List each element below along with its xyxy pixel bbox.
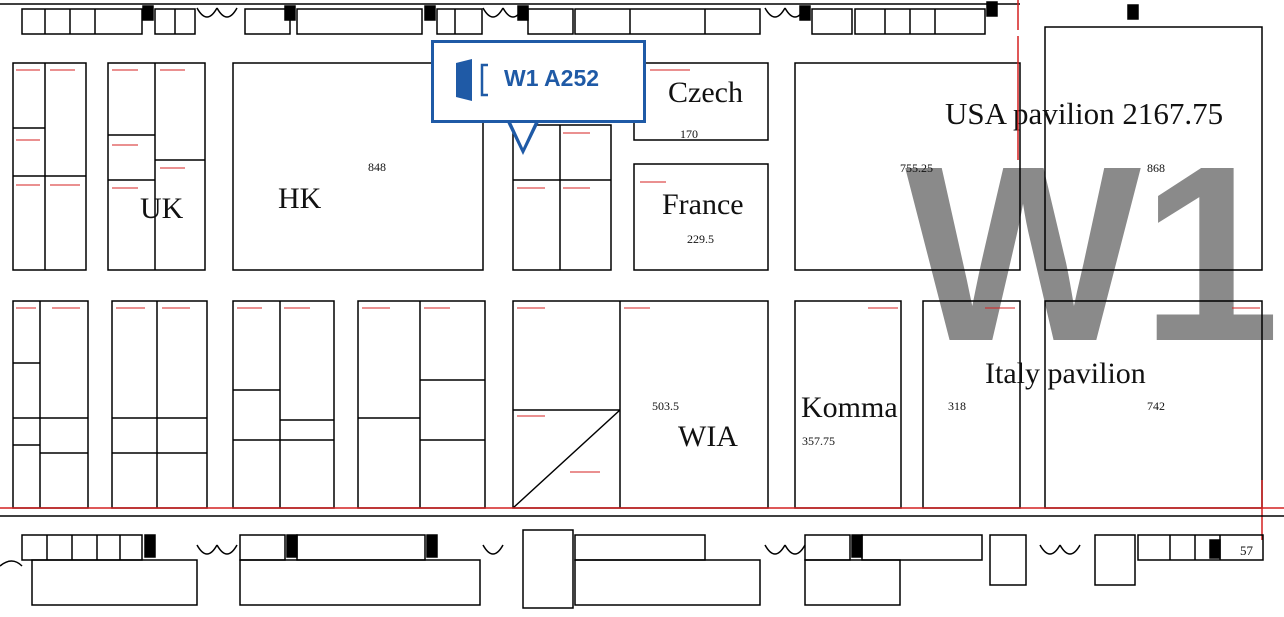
booth-hk-label: HK	[278, 182, 322, 215]
booth-group-a-left	[12, 62, 206, 271]
booth-wia-area: 503.5	[652, 399, 679, 413]
booth-group-b-left	[12, 300, 486, 509]
red-boundary-marks	[0, 0, 1284, 540]
booth-italy-label: Italy pavilion	[985, 357, 1146, 390]
booth-komma-label: Komma	[801, 391, 898, 424]
bottom-corridor	[0, 515, 1284, 609]
booth-france-label: France	[662, 188, 744, 221]
booth-callout[interactable]: W1 A252	[431, 40, 646, 123]
booth-czech-area: 170	[680, 127, 698, 141]
corner-booth-area: 57	[1240, 543, 1254, 558]
pillar-marker	[1128, 5, 1138, 19]
callout-pointer-inner	[510, 120, 536, 148]
booth-hk[interactable]	[232, 62, 484, 271]
booth-czech-label: Czech	[668, 76, 743, 109]
booth-france-area: 229.5	[687, 232, 714, 246]
booth-komma-area: 357.75	[802, 434, 835, 448]
callout-booth-label: W1 A252	[504, 65, 600, 91]
booth-wia-label: WIA	[678, 420, 738, 453]
booth-hk-area: 848	[368, 160, 386, 174]
booth-usa-area-2: 868	[1147, 161, 1165, 175]
booth-wia[interactable]	[512, 300, 769, 509]
booth-france[interactable]	[633, 163, 769, 271]
booth-italy-area: 318	[948, 399, 966, 413]
door-icon	[454, 59, 494, 106]
top-corridor	[0, 1, 1139, 35]
booth-code-marks	[16, 69, 1260, 473]
booth-italy-area-2: 742	[1147, 399, 1165, 413]
booth-usa	[794, 26, 1263, 271]
hall-watermark: W1	[905, 114, 1280, 393]
booth-usa-area: 755.25	[900, 161, 933, 175]
booth-uk-label: UK	[140, 192, 184, 225]
booth-usa-label: USA pavilion 2167.75	[945, 96, 1223, 131]
booth-group-a25	[512, 124, 612, 271]
